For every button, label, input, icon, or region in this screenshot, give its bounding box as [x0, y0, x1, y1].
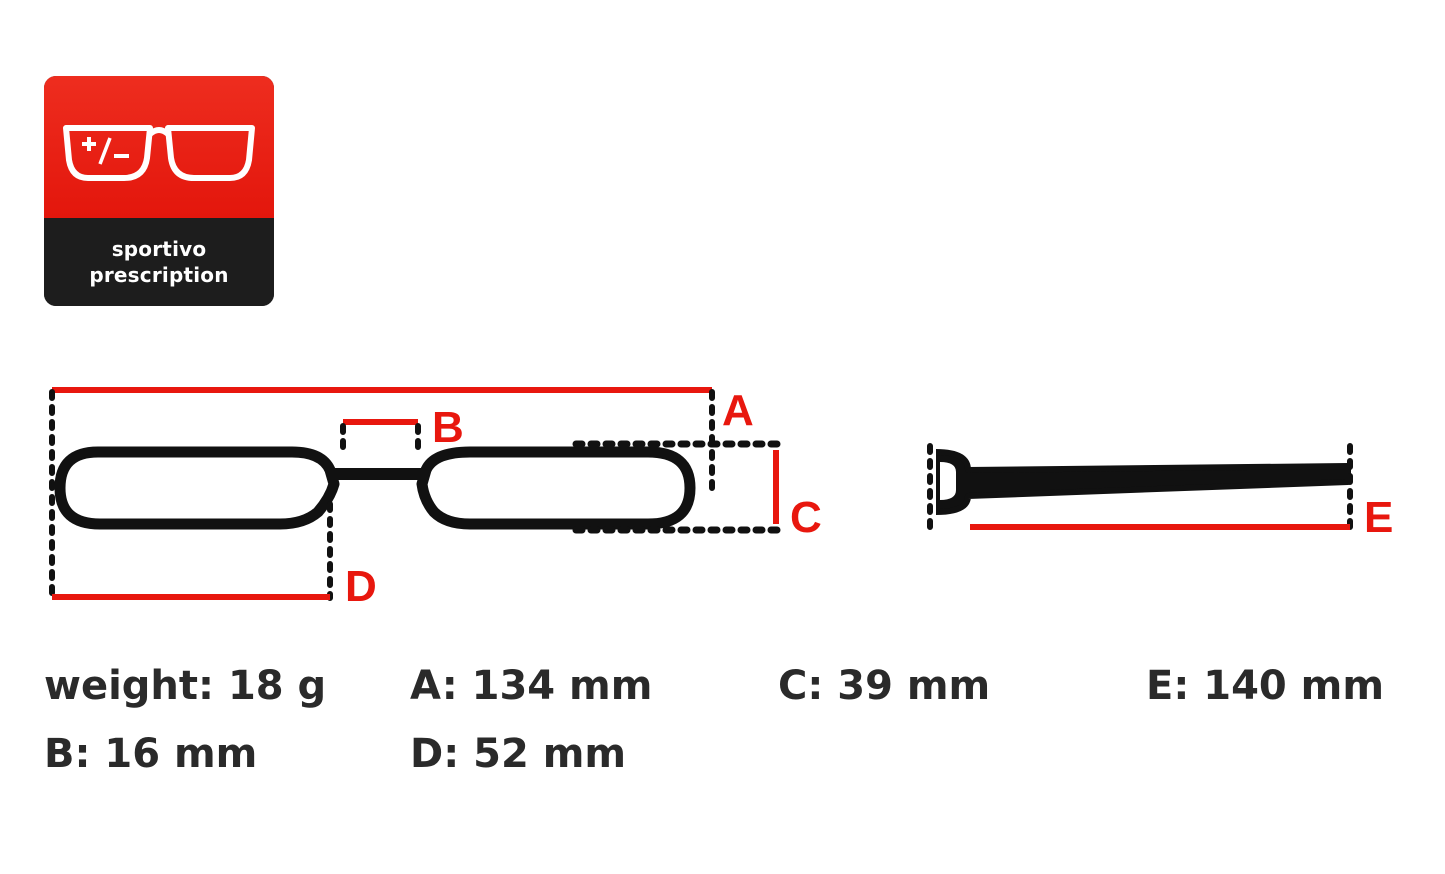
label-d: D [345, 562, 377, 611]
badge-text-line2: prescription [89, 263, 229, 287]
badge-top-panel [44, 76, 274, 218]
spec-weight: weight: 18 g [44, 663, 327, 709]
label-b: B [432, 403, 464, 452]
dimension-b: B [340, 403, 464, 457]
brand-badge: sportivo prescription [44, 76, 274, 306]
dimension-c: C [572, 440, 822, 542]
label-c: C [790, 493, 822, 542]
badge-bottom-panel: sportivo prescription [44, 218, 274, 306]
dimension-d: D [52, 501, 377, 611]
glasses-side-view [935, 449, 1351, 515]
glasses-plus-minus-icon [63, 125, 255, 181]
label-a: A [722, 386, 754, 435]
dimension-a: A [49, 386, 754, 601]
spec-c: C: 39 mm [778, 663, 991, 709]
glasses-dimension-diagram: A B C D E [49, 386, 1393, 611]
temple-arm [935, 449, 1351, 515]
spec-e: E: 140 mm [1146, 663, 1385, 709]
badge-text-line1: sportivo [111, 237, 207, 261]
right-lens-frame [416, 446, 696, 530]
label-e: E [1364, 493, 1393, 542]
glasses-front-view [54, 446, 696, 530]
left-lens-frame [54, 446, 340, 530]
spec-b: B: 16 mm [44, 731, 258, 777]
spec-d: D: 52 mm [410, 731, 627, 777]
spec-a: A: 134 mm [410, 663, 653, 709]
dimension-e: E [927, 443, 1393, 542]
